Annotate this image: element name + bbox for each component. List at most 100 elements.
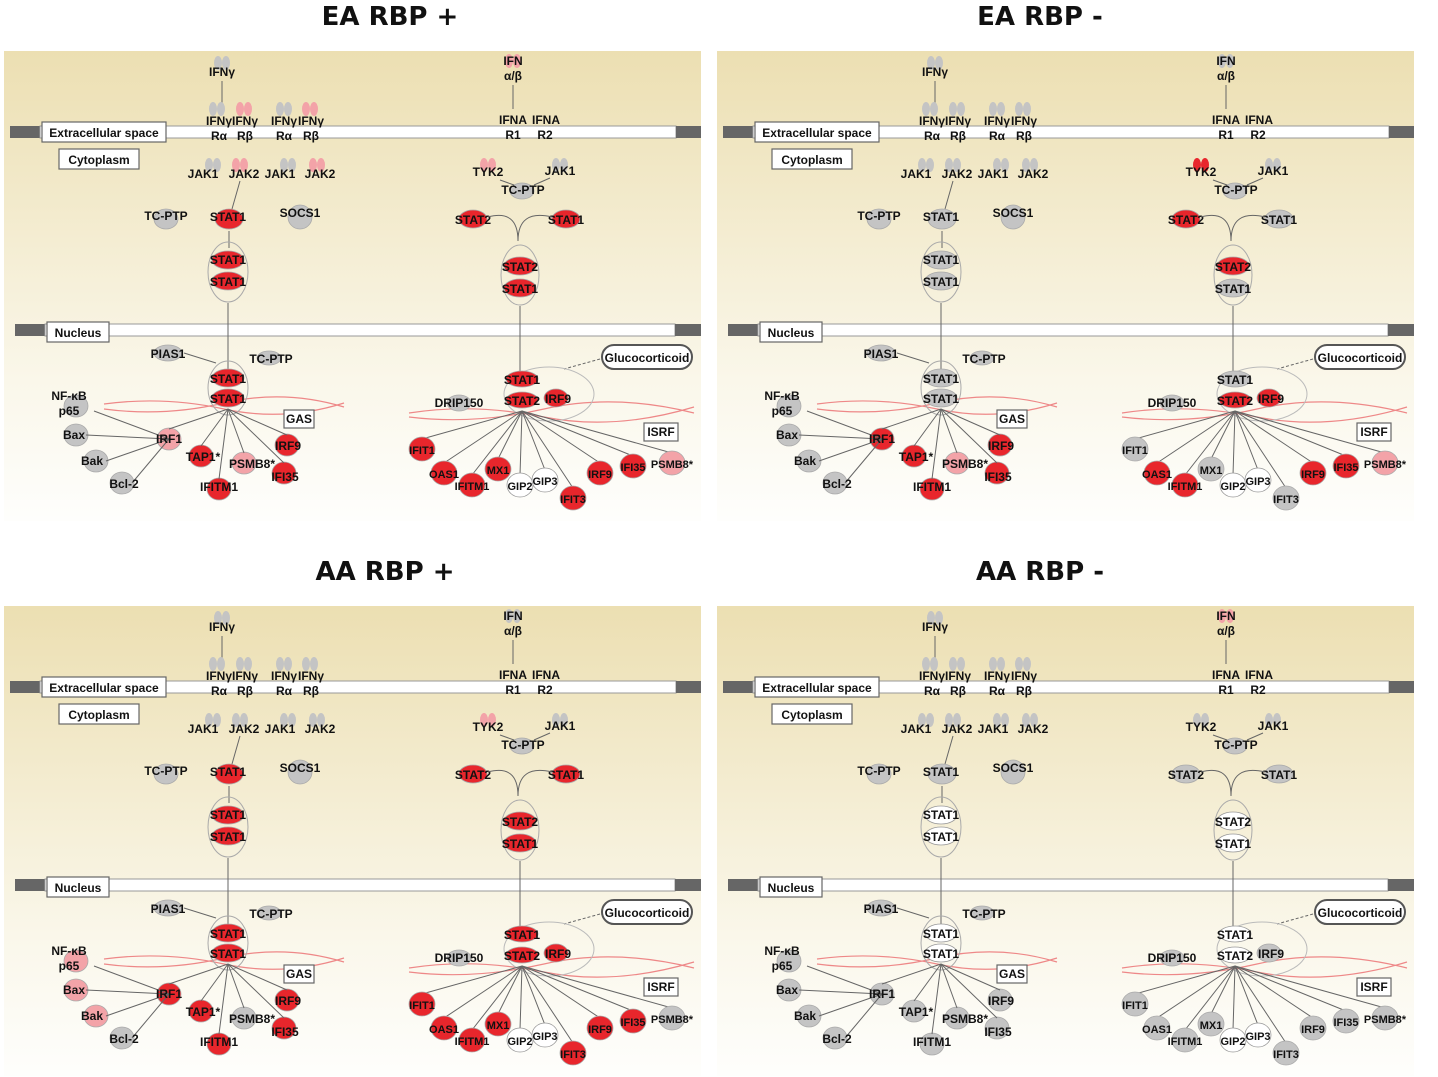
ifi35-node bbox=[271, 1016, 297, 1040]
label-ifn: IFN bbox=[503, 609, 522, 623]
edge bbox=[1134, 410, 1236, 440]
label-irf1: IRF1 bbox=[869, 432, 895, 446]
label-socs1: SOCS1 bbox=[280, 761, 321, 775]
membrane-end bbox=[676, 126, 701, 138]
ifit3-node bbox=[559, 485, 587, 511]
ifnab-ligand bbox=[505, 609, 521, 623]
ifnab-ligand bbox=[1218, 609, 1234, 623]
stat1-nuclear-b bbox=[924, 388, 958, 408]
membrane-end bbox=[15, 324, 45, 336]
jak2-node bbox=[1022, 158, 1038, 172]
label-r2: R2 bbox=[1250, 128, 1266, 142]
nucleus-label-box bbox=[46, 321, 110, 343]
stat1-dimer-b bbox=[211, 271, 245, 291]
edge bbox=[818, 993, 883, 1017]
edge bbox=[93, 410, 170, 440]
label-psmb8: PSMB8* bbox=[1364, 1014, 1407, 1026]
edge bbox=[944, 735, 954, 765]
label-irf9: IRF9 bbox=[988, 439, 1014, 453]
ifngr-alpha-2 bbox=[989, 102, 1005, 116]
label-stat1: STAT1 bbox=[548, 768, 585, 782]
tyk2-node bbox=[480, 713, 496, 727]
label-tcptp: TC-PTP bbox=[1214, 183, 1257, 197]
label-bax: Bax bbox=[63, 428, 85, 442]
label-stat1: STAT1 bbox=[923, 765, 960, 779]
label-psmb8: PSMB8* bbox=[229, 1012, 275, 1026]
edge bbox=[1210, 965, 1236, 1015]
label-ifngr: IFNγ bbox=[271, 669, 297, 683]
nfkb-node bbox=[63, 949, 89, 973]
edge bbox=[227, 408, 285, 464]
dimerize-arc bbox=[1200, 215, 1266, 242]
psmb8-node bbox=[1371, 1005, 1399, 1031]
stat2-stat1-ring bbox=[500, 244, 540, 306]
edge bbox=[533, 177, 551, 186]
label-ra: Rα bbox=[276, 684, 293, 698]
label-jak1: JAK1 bbox=[545, 719, 576, 733]
edge bbox=[940, 408, 1001, 436]
nucleus-label: Nucleus bbox=[55, 881, 102, 895]
edge bbox=[913, 963, 942, 1002]
ifngr-alpha bbox=[209, 657, 225, 671]
label-ifng: IFNγ bbox=[922, 620, 948, 634]
label-stat1: STAT1 bbox=[502, 282, 539, 296]
edge bbox=[443, 410, 523, 464]
stat1-nuclear-a bbox=[924, 368, 958, 388]
edge bbox=[913, 408, 942, 447]
cytoplasm-label-box bbox=[771, 148, 853, 170]
label-stat2: STAT2 bbox=[1215, 260, 1252, 274]
edge bbox=[227, 408, 245, 454]
stat1-dimer-ring bbox=[920, 796, 962, 858]
stat1-dimer bbox=[1216, 278, 1250, 298]
stat1-node bbox=[1264, 764, 1294, 784]
label-jak2: JAK2 bbox=[305, 167, 336, 181]
ifi35-node bbox=[984, 461, 1010, 485]
edge bbox=[806, 410, 883, 440]
edge bbox=[1234, 410, 1386, 454]
label-ifna: IFNA bbox=[1212, 668, 1240, 682]
label-oas1: OAS1 bbox=[429, 469, 459, 481]
edge bbox=[231, 735, 241, 765]
label-ifna: IFNA bbox=[532, 113, 560, 127]
extracellular-label-box bbox=[754, 676, 880, 698]
label-stat2: STAT2 bbox=[502, 260, 539, 274]
label-mx1: MX1 bbox=[1200, 1020, 1223, 1032]
label-alpha-beta: α/β bbox=[504, 69, 522, 83]
stat1-isgf3 bbox=[1218, 370, 1252, 388]
label-ra: Rα bbox=[924, 129, 941, 143]
label-stat2: STAT2 bbox=[504, 394, 541, 408]
irf9-isgf3 bbox=[543, 388, 569, 408]
label-ifna: IFNA bbox=[499, 668, 527, 682]
jak2-node bbox=[309, 158, 325, 172]
stat1-node bbox=[551, 209, 581, 229]
label-glucocorticoid: Glucocorticoid bbox=[1318, 906, 1403, 920]
label-stat2: STAT2 bbox=[1217, 949, 1254, 963]
nucleus-label-box bbox=[46, 876, 110, 898]
stat1-dimer bbox=[503, 278, 537, 298]
stat2-isgf3 bbox=[1218, 946, 1252, 964]
dimerize-arc bbox=[487, 770, 553, 797]
label-mx1: MX1 bbox=[487, 465, 510, 477]
edge bbox=[1234, 410, 1314, 464]
label-jak1: JAK1 bbox=[188, 722, 219, 736]
ifit1-node bbox=[1121, 991, 1149, 1017]
stat1-node bbox=[214, 763, 244, 785]
dimerize-arc bbox=[1200, 770, 1266, 797]
label-ra: Rα bbox=[211, 129, 228, 143]
mx1-node bbox=[484, 1011, 512, 1037]
label-jak1: JAK1 bbox=[545, 164, 576, 178]
tcptp-node bbox=[256, 905, 282, 921]
label-stat1: STAT1 bbox=[1261, 213, 1298, 227]
pathway-diagram: Extracellular spaceCytoplasmNucleusIFNγI… bbox=[723, 54, 1414, 511]
label-stat1: STAT1 bbox=[1217, 928, 1254, 942]
label-stat1: STAT1 bbox=[210, 947, 247, 961]
label-irf9: IRF9 bbox=[1258, 947, 1284, 961]
label-glucocorticoid: Glucocorticoid bbox=[605, 351, 690, 365]
label-ifitm1: IFITM1 bbox=[913, 1035, 951, 1049]
label-alpha-beta: α/β bbox=[1217, 69, 1235, 83]
nfkb-node bbox=[63, 394, 89, 418]
ifit1-node bbox=[1121, 436, 1149, 462]
ifitm1-node bbox=[458, 472, 486, 498]
stat2-node bbox=[1171, 209, 1201, 229]
label-isrf: ISRF bbox=[647, 980, 674, 994]
